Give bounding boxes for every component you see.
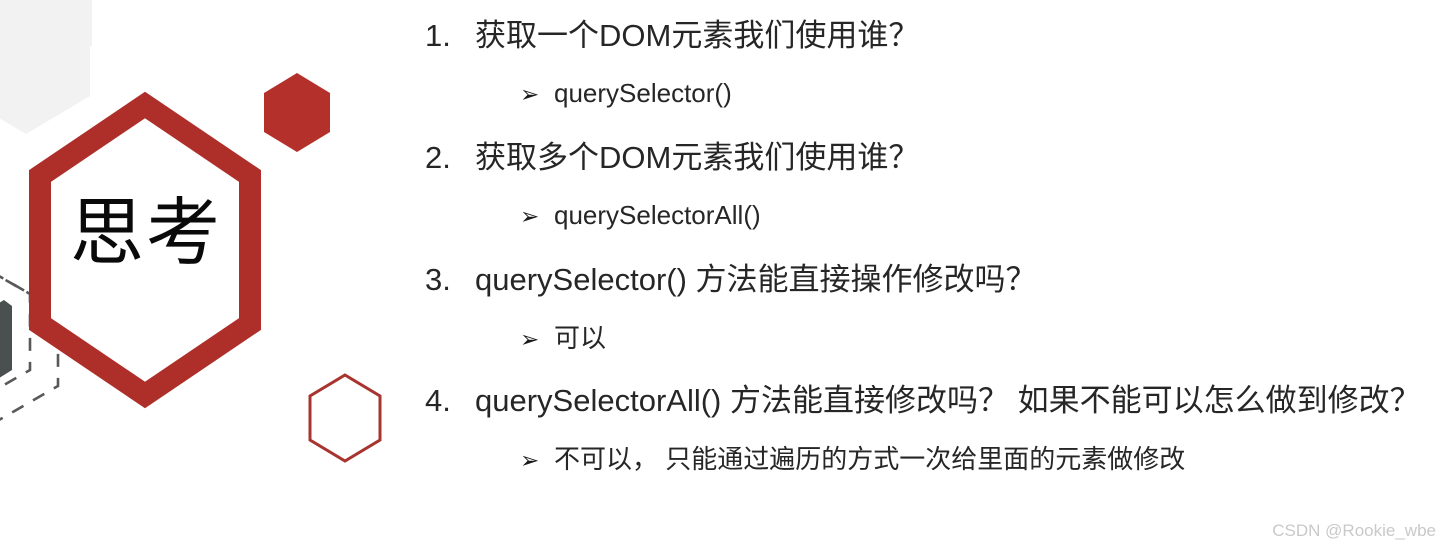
question-row-3: 3. querySelector() 方法能直接操作修改吗？ [425, 262, 1037, 298]
decorative-hexagon-art: 思考 [0, 0, 420, 548]
answer-text-1: querySelector() [554, 77, 732, 108]
gray-hexagon-visible [0, 0, 90, 134]
qa-list: 1. 获取一个DOM元素我们使用谁？ ➢ querySelector() 2. … [425, 0, 1450, 548]
small-outline-hexagon-shape [308, 373, 382, 463]
question-text-4: querySelectorAll() 方法能直接修改吗？ 如果不能可以怎么做到修… [475, 383, 1421, 418]
answer-row-3: ➢ 可以 [425, 323, 1037, 353]
question-number-3: 3. [425, 262, 451, 297]
csdn-watermark: CSDN @Rookie_wbe [1272, 521, 1436, 540]
answer-text-3: 可以 [554, 322, 607, 353]
arrow-bullet-icon: ➢ [520, 203, 540, 230]
dark-sliver-shape [0, 300, 12, 378]
answer-row-1: ➢ querySelector() [425, 78, 919, 108]
question-text-1: 获取一个DOM元素我们使用谁？ [475, 18, 920, 53]
hexagon-center-label: 思考 [70, 190, 222, 276]
question-number-2: 2. [425, 140, 451, 175]
question-text-3: querySelector() 方法能直接操作修改吗？ [475, 262, 1037, 297]
answer-text-2: querySelectorAll() [554, 199, 761, 230]
qa-block-1: 1. 获取一个DOM元素我们使用谁？ ➢ querySelector() [425, 18, 919, 108]
question-number-1: 1. [425, 18, 451, 53]
qa-block-4: 4. querySelectorAll() 方法能直接修改吗？ 如果不能可以怎么… [425, 383, 1421, 474]
question-row-2: 2. 获取多个DOM元素我们使用谁？ [425, 140, 919, 176]
arrow-bullet-icon: ➢ [520, 447, 540, 474]
answer-row-4: ➢ 不可以， 只能通过遍历的方式一次给里面的元素做修改 [425, 444, 1421, 474]
arrow-bullet-icon: ➢ [520, 81, 540, 108]
question-number-4: 4. [425, 383, 451, 418]
red-filled-hexagon-shape [264, 73, 330, 152]
arrow-bullet-icon: ➢ [520, 326, 540, 353]
main-outline-hexagon-shape [29, 91, 261, 409]
question-text-2: 获取多个DOM元素我们使用谁？ [475, 140, 920, 175]
question-row-4: 4. querySelectorAll() 方法能直接修改吗？ 如果不能可以怎么… [425, 383, 1421, 419]
answer-row-2: ➢ querySelectorAll() [425, 200, 919, 230]
qa-block-3: 3. querySelector() 方法能直接操作修改吗？ ➢ 可以 [425, 262, 1037, 353]
answer-text-4: 不可以， 只能通过遍历的方式一次给里面的元素做修改 [554, 443, 1186, 474]
question-row-1: 1. 获取一个DOM元素我们使用谁？ [425, 18, 919, 54]
qa-block-2: 2. 获取多个DOM元素我们使用谁？ ➢ querySelectorAll() [425, 140, 919, 230]
